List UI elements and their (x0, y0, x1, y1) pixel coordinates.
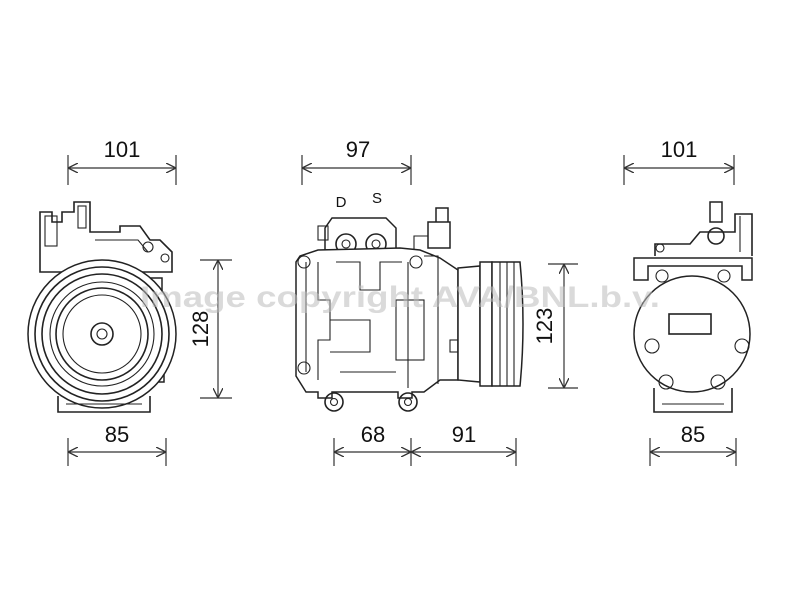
front-view-dimensions: 101 128 85 (67, 137, 232, 466)
rear-bottom-width-label: 85 (681, 422, 705, 447)
watermark-text: Image copyright AVA/BNL.b.v. (140, 281, 660, 314)
side-height-label: 123 (532, 308, 557, 345)
front-height-label: 128 (188, 311, 213, 348)
discharge-port-label: D (336, 194, 347, 211)
front-top-width-label: 101 (104, 137, 141, 162)
rear-view-dimensions: 101 85 (623, 137, 737, 466)
side-view-dimensions: 97 123 68 91 (301, 137, 578, 466)
front-view (27, 201, 177, 413)
suction-port-label: S (372, 190, 382, 207)
side-top-width-label: 97 (346, 137, 370, 162)
rear-view (633, 201, 753, 413)
side-bottom-left-label: 68 (361, 422, 385, 447)
rear-top-width-label: 101 (661, 137, 698, 162)
side-bottom-right-label: 91 (452, 422, 476, 447)
front-bottom-width-label: 85 (105, 422, 129, 447)
side-view: D S (295, 190, 524, 412)
